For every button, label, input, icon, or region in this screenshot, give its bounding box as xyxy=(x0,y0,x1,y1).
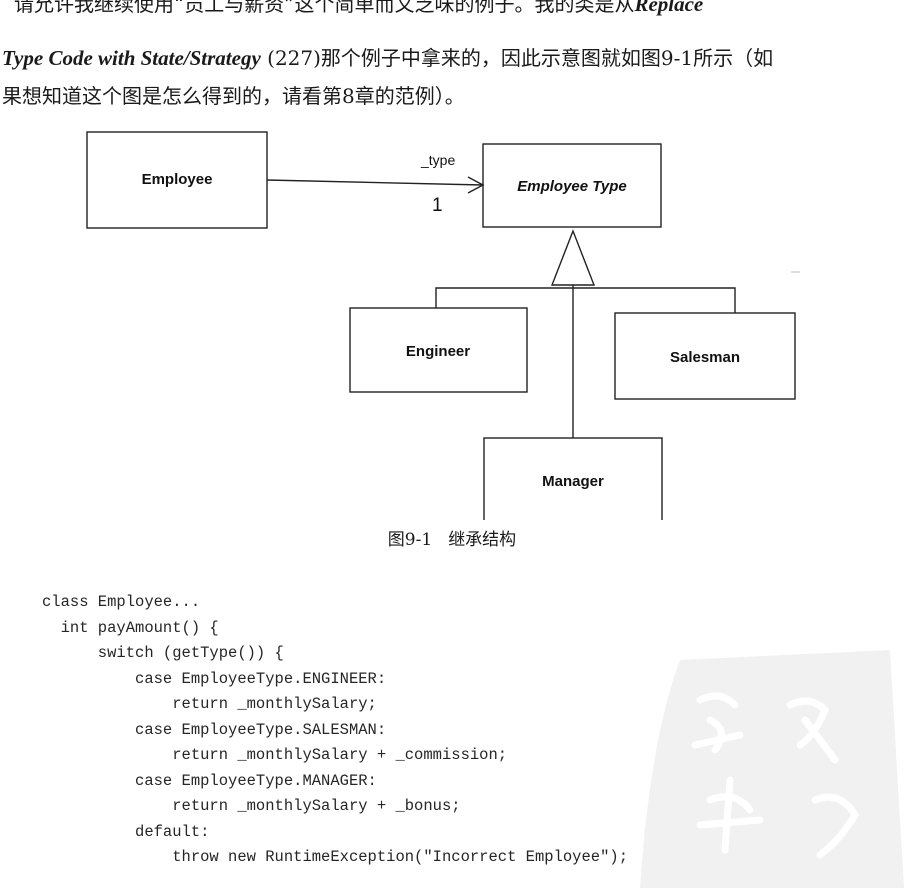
code-line: case EmployeeType.MANAGER: xyxy=(42,771,377,790)
association-arrowhead xyxy=(467,176,485,194)
association-role-label: _type xyxy=(420,152,455,168)
seal-watermark xyxy=(640,650,904,888)
paragraph-text-3: 果想知道这个图是怎么得到的，请看第8章的范例）。 xyxy=(2,84,465,108)
salesman-class-name: Salesman xyxy=(670,349,740,366)
code-line: class Employee... xyxy=(42,593,201,611)
engineer-class-box xyxy=(349,307,528,393)
employee-class-name: Employee xyxy=(142,171,213,188)
refactoring-reference-part-2: Type Code with State/Strategy xyxy=(2,46,261,70)
refactoring-reference-part-1: Replace xyxy=(634,0,704,16)
salesman-class-box xyxy=(614,312,796,400)
code-line: default: xyxy=(42,822,210,841)
figure-title: 继承结构 xyxy=(448,530,517,550)
manager-class-name: Manager xyxy=(542,473,604,490)
paragraph-line-3: 果想知道这个图是怎么得到的，请看第8章的范例）。 xyxy=(2,80,465,112)
code-line: return _monthlySalary; xyxy=(42,695,377,713)
code-line: int payAmount() { xyxy=(42,618,219,637)
association-line xyxy=(266,179,484,186)
paragraph-line-2: Type Code with State/Strategy (227)那个例子中… xyxy=(2,42,773,74)
engineer-class-name: Engineer xyxy=(406,343,470,360)
employee-type-class-name: Employee Type xyxy=(517,178,626,195)
code-line: return _monthlySalary + _bonus; xyxy=(42,797,461,815)
figure-caption: 图9-1 继承结构 xyxy=(0,525,904,550)
generalization-triangle xyxy=(550,229,596,286)
association-multiplicity-label: 1 xyxy=(432,195,443,216)
code-line: case EmployeeType.ENGINEER: xyxy=(42,669,387,688)
paragraph-text-1: 请允许我继续使用“员工与薪资”这个简单而又乏味的例子。我的类是从 xyxy=(14,0,635,16)
code-line: switch (getType()) { xyxy=(42,644,284,662)
code-line: throw new RuntimeException("Incorrect Em… xyxy=(42,848,628,866)
paragraph-text-2: (227)那个例子中拿来的，因此示意图就如图9-1所示（如 xyxy=(260,46,774,70)
inheritance-branch-line xyxy=(435,287,736,313)
code-line: case EmployeeType.SALESMAN: xyxy=(42,720,387,739)
manager-class-box xyxy=(483,437,663,520)
paragraph-line-1: 请允许我继续使用“员工与薪资”这个简单而又乏味的例子。我的类是从Replace xyxy=(14,0,703,20)
code-listing: class Employee... int payAmount() { swit… xyxy=(42,590,628,871)
code-line: return _monthlySalary + _commission; xyxy=(42,746,508,764)
figure-number: 图9-1 xyxy=(387,530,433,550)
class-diagram: Employee Employee Type Engineer Salesman… xyxy=(86,131,800,520)
